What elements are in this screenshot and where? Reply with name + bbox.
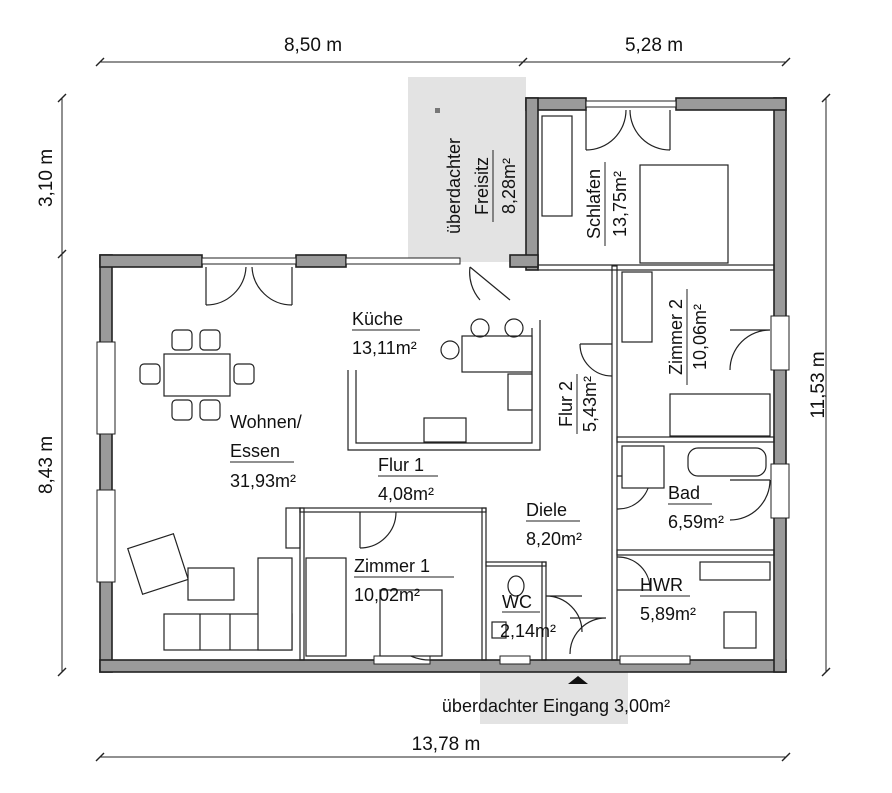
entrance-label: überdachter Eingang 3,00m² (442, 696, 670, 716)
room-flur1-area: 4,08m² (378, 484, 434, 504)
room-zimmer2-area: 10,06m² (690, 304, 710, 370)
room-bad-name: Bad (668, 483, 700, 503)
room-wc-name: WC (502, 592, 532, 612)
room-freisitz-area: 8,28m² (499, 158, 519, 214)
room-wohnen-name-line2: Essen (230, 441, 280, 461)
room-diele-area: 8,20m² (526, 529, 582, 549)
room-schlafen-area: 13,75m² (610, 171, 630, 237)
room-wohnen-area: 31,93m² (230, 471, 296, 491)
room-freisitz-label: überdachter Freisitz 8,28m² (444, 138, 519, 234)
room-schlafen-label: Schlafen 13,75m² (584, 162, 630, 246)
room-freisitz-name-line1: überdachter (444, 138, 464, 234)
room-zimmer2-label: Zimmer 2 10,06m² (666, 289, 710, 385)
room-schlafen-name: Schlafen (584, 169, 604, 239)
windows (96, 100, 790, 665)
room-hwr-name: HWR (640, 575, 683, 595)
room-flur1-name: Flur 1 (378, 455, 424, 475)
terrace-post-marker (435, 108, 440, 113)
entrance-arrow-icon (568, 676, 588, 684)
room-zimmer1-name: Zimmer 1 (354, 556, 430, 576)
room-wc-area: 2,14m² (500, 621, 556, 641)
room-flur2-label: Flur 2 5,43m² (556, 374, 600, 434)
interior-walls (285, 115, 775, 661)
room-freisitz-name-line2: Freisitz (472, 157, 492, 215)
covered-terrace-area (408, 77, 526, 262)
room-flur2-area: 5,43m² (580, 376, 600, 432)
room-zimmer2-name: Zimmer 2 (666, 299, 686, 375)
furniture (127, 164, 771, 657)
room-kueche-area: 13,11m² (352, 338, 417, 358)
dimension-lines (57, 57, 831, 762)
dimension-top-right: 5,28 m (625, 35, 683, 56)
room-diele-name: Diele (526, 500, 567, 520)
dimension-bottom: 13,78 m (412, 734, 481, 755)
room-zimmer1-area: 10,02m² (354, 585, 420, 605)
dimension-top-left: 8,50 m (284, 35, 342, 56)
room-hwr-area: 5,89m² (640, 604, 696, 624)
dimension-left-lower: 8,43 m (36, 436, 57, 494)
room-wohnen-name-line1: Wohnen/ (230, 412, 302, 432)
dimension-left-upper: 3,10 m (36, 149, 57, 207)
dimension-right: 11,53 m (808, 351, 829, 418)
room-flur2-name: Flur 2 (556, 381, 576, 427)
room-bad-area: 6,59m² (668, 512, 724, 532)
room-kueche-name: Küche (352, 309, 403, 329)
covered-entrance-area (480, 666, 628, 724)
